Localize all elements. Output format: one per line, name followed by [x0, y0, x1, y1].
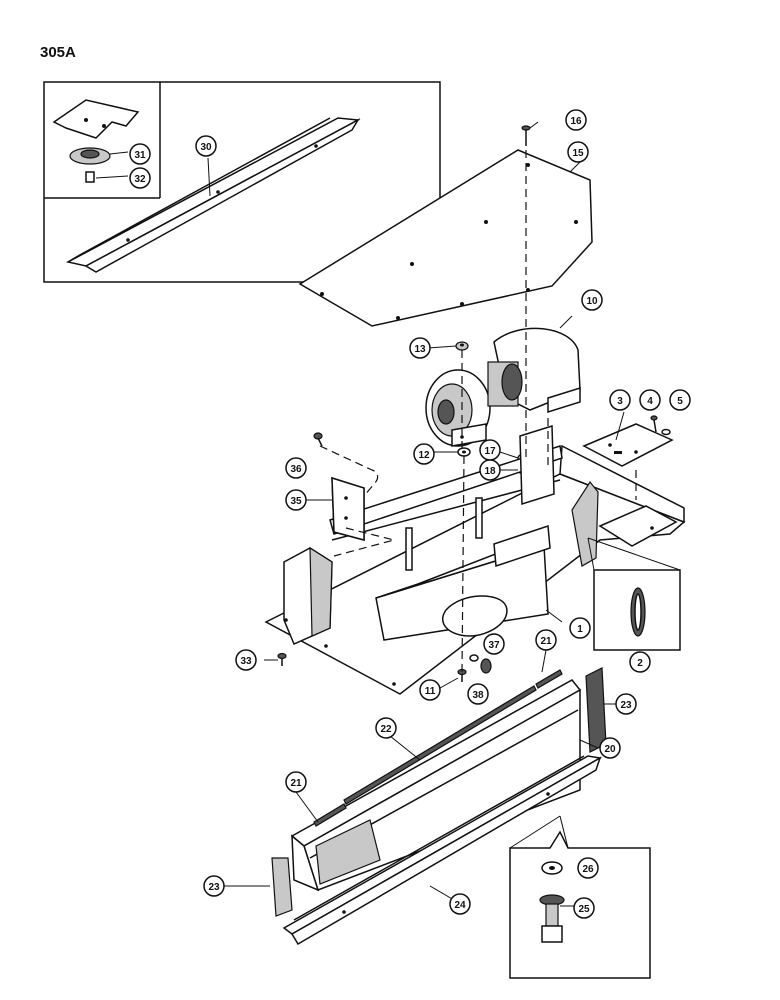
callout-2: 2	[629, 651, 651, 673]
callout-5-label: 5	[677, 396, 683, 407]
callout-21-upper: 21	[535, 629, 557, 651]
callout-20: 20	[599, 737, 621, 759]
callout-21-lower-label: 21	[290, 778, 302, 789]
callout-16-label: 16	[570, 116, 582, 127]
callout-13-label: 13	[414, 344, 426, 355]
blower-assembly-part-10	[425, 327, 581, 447]
callout-3: 3	[609, 389, 631, 411]
screw-part-4	[650, 415, 658, 433]
callout-26-label: 26	[582, 864, 594, 875]
callout-22: 22	[375, 717, 397, 739]
callout-23-left-label: 23	[208, 882, 220, 893]
callout-25: 25	[573, 897, 595, 919]
seal-strip-part-21-upper	[535, 669, 563, 689]
screw-part-33	[277, 652, 287, 666]
callout-10: 10	[581, 289, 603, 311]
seal-pad-part-23-left	[271, 857, 293, 917]
callout-35: 35	[285, 489, 307, 511]
callout-13: 13	[409, 337, 431, 359]
callout-2-label: 2	[637, 658, 643, 669]
callout-11: 11	[419, 679, 441, 701]
leader-lines	[95, 121, 625, 907]
callout-31-label: 31	[134, 150, 146, 161]
callout-4-label: 4	[647, 396, 653, 407]
callout-5: 5	[669, 389, 691, 411]
callout-17-label: 17	[484, 446, 496, 457]
seal-strip-part-22	[343, 685, 537, 805]
cover-panel-part-15	[298, 149, 593, 327]
callout-38: 38	[467, 683, 489, 705]
rail-part-24	[282, 755, 603, 946]
callout-25-label: 25	[578, 904, 590, 915]
seal-strip-part-21-lower	[313, 803, 347, 827]
callout-23-right: 23	[615, 693, 637, 715]
bracket-part-35	[331, 476, 365, 541]
callout-32-label: 32	[134, 174, 146, 185]
callout-15-label: 15	[572, 148, 584, 159]
washer-part-12	[457, 447, 471, 457]
callout-12-label: 12	[418, 450, 430, 461]
assembly-lines	[319, 150, 637, 673]
callout-36-label: 36	[290, 464, 302, 475]
callout-37-label: 37	[488, 640, 500, 651]
nut-part-13	[455, 341, 469, 351]
callout-18-label: 18	[484, 466, 496, 477]
callout-37: 37	[483, 633, 505, 655]
page-title: 305A	[40, 44, 76, 61]
callout-17: 17	[479, 439, 501, 461]
rail-part-30	[65, 117, 361, 273]
callout-35-label: 35	[290, 496, 302, 507]
callout-38-label: 38	[472, 690, 484, 701]
callout-33: 33	[235, 649, 257, 671]
washer-part-5	[661, 428, 671, 436]
callout-24: 24	[449, 893, 471, 915]
callout-26: 26	[577, 857, 599, 879]
plate-part-3	[582, 423, 674, 467]
callout-22-label: 22	[380, 724, 392, 735]
callout-23-right-label: 23	[620, 700, 632, 711]
callout-1-label: 1	[577, 624, 583, 635]
callout-16: 16	[565, 109, 587, 131]
mounting-bracket-detail	[52, 99, 140, 183]
callout-20-label: 20	[604, 744, 616, 755]
screw-part-36	[313, 432, 323, 447]
callout-21-upper-label: 21	[540, 636, 552, 647]
callout-24-label: 24	[454, 900, 466, 911]
callout-30: 30	[195, 135, 217, 157]
filter-part-20	[290, 679, 582, 892]
callout-18: 18	[479, 459, 501, 481]
callout-11-label: 11	[425, 686, 436, 697]
screw-part-16	[521, 125, 531, 146]
callout-30-label: 30	[200, 142, 212, 153]
callout-12: 12	[413, 443, 435, 465]
housing-part-1	[264, 424, 686, 695]
grommet-detail-part-2	[587, 537, 681, 651]
callout-4: 4	[639, 389, 661, 411]
callout-32: 32	[129, 167, 151, 189]
callout-31: 31	[129, 143, 151, 165]
nut-part-38	[480, 658, 492, 674]
callout-33-label: 33	[240, 656, 252, 667]
clip-part-37	[469, 654, 479, 662]
seal-pad-part-23-right	[585, 667, 607, 753]
callout-21-lower: 21	[285, 771, 307, 793]
callout-3-label: 3	[617, 396, 623, 407]
fastener-detail	[509, 815, 651, 979]
callout-1: 1	[569, 617, 591, 639]
callout-36: 36	[285, 457, 307, 479]
callout-23-left: 23	[203, 875, 225, 897]
callout-10-label: 10	[586, 296, 598, 307]
callout-15: 15	[567, 141, 589, 163]
